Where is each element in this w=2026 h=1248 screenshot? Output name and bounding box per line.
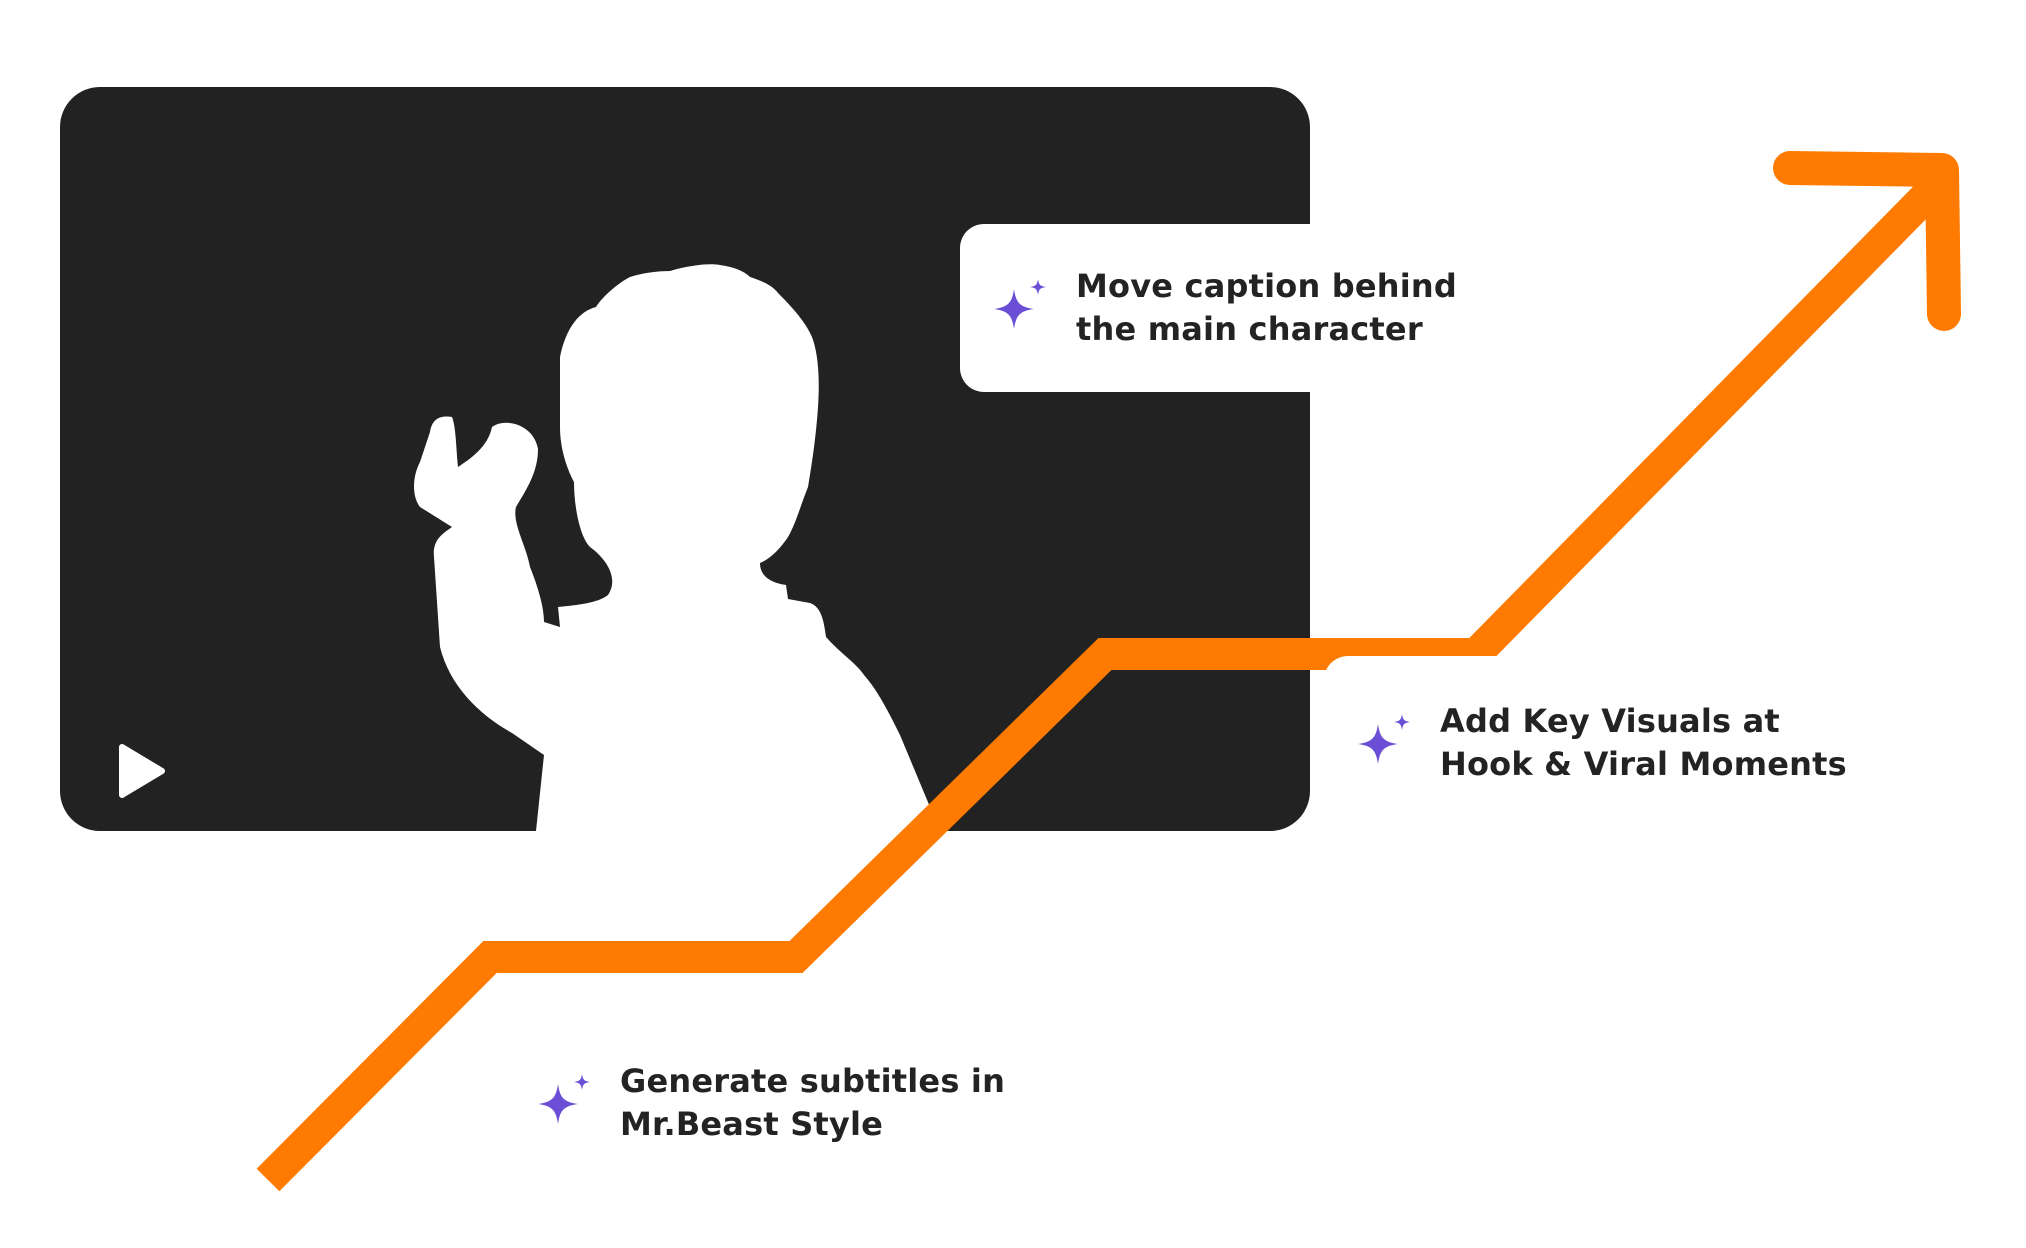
card-visuals-line2: Hook & Viral Moments — [1440, 745, 1847, 783]
card-caption-line1: Move caption behind — [1076, 267, 1458, 305]
sparkle-icon — [994, 279, 1046, 329]
feature-card-caption: Move caption behind the main character — [960, 224, 1508, 392]
card-caption-line2: the main character — [1076, 310, 1423, 348]
person-silhouette — [414, 264, 940, 831]
card-visuals-line1: Add Key Visuals at — [1440, 702, 1780, 740]
feature-card-subtitles: Generate subtitles in Mr.Beast Style — [504, 1018, 1052, 1188]
video-preview — [60, 87, 1310, 831]
card-subtitles-line2: Mr.Beast Style — [620, 1105, 884, 1143]
sparkle-icon — [538, 1074, 590, 1124]
feature-card-key-visuals: Add Key Visuals at Hook & Viral Moments — [1324, 656, 1872, 830]
play-icon[interactable] — [116, 743, 168, 799]
sparkle-icon — [1358, 714, 1410, 764]
card-subtitles-line1: Generate subtitles in — [620, 1062, 1006, 1100]
